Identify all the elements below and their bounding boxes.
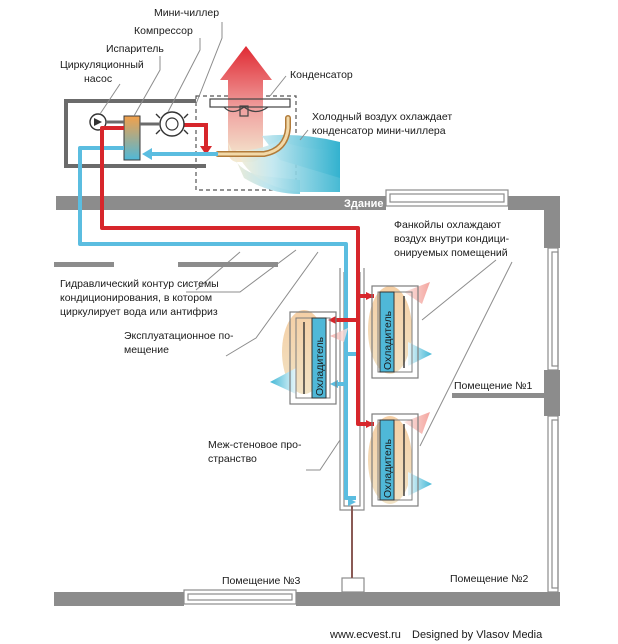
label-cold-air: Холодный воздух охлаждает [312, 111, 452, 123]
label-room1: Помещение №1 [454, 380, 532, 392]
building-walls [54, 196, 560, 606]
label-evaporator: Испаритель [106, 43, 164, 55]
label-room3: Помещение №3 [222, 575, 300, 587]
warm-air-in [330, 328, 348, 342]
warm-air-in [404, 282, 430, 304]
label-condenser: Конденсатор [290, 69, 353, 81]
room-divider [452, 393, 546, 398]
pipe-arrows [328, 292, 374, 506]
cooler-label: Охладитель [314, 336, 326, 396]
fancoil-inner [377, 419, 413, 501]
hot-air-plume [220, 46, 272, 162]
windows [183, 189, 559, 605]
label-cold-air: конденсатор мини-чиллера [312, 125, 446, 137]
cold-air-out [408, 472, 432, 496]
fancoil-room1: Охладитель [368, 282, 432, 379]
evaporator [123, 115, 141, 161]
fancoil-left: Охладитель [270, 310, 348, 405]
label-pump: насос [84, 73, 112, 85]
label-hydraulic: циркулирует вода или антифриз [60, 306, 218, 318]
label-fancoils: воздух внутри кондици- [394, 233, 510, 245]
refrigerant-arrow [142, 148, 152, 160]
right-wall-mid [544, 370, 560, 416]
condenser-fan-icon [209, 98, 291, 117]
label-hydraulic: кондиционирования, в котором [60, 292, 212, 304]
label-compressor: Компрессор [134, 25, 193, 37]
label-hydraulic: Гидравлический контур системы [60, 278, 219, 290]
fancoil-casing [371, 413, 419, 507]
fancoil-casing [289, 311, 337, 405]
label-building: Здание [344, 198, 384, 210]
credit-designer: Designed by Vlasov Media [412, 629, 543, 641]
compressor-icon [155, 111, 189, 137]
label-inter-wall: странство [208, 453, 257, 465]
roof-wall [56, 196, 386, 210]
warm-air-in [404, 412, 430, 434]
label-fancoils: Фанкойлы охлаждают [394, 219, 501, 231]
interior-wall [178, 262, 278, 267]
cooler-label: Охладитель [382, 310, 394, 370]
cold-air-out [408, 342, 432, 366]
cooler-coil [379, 419, 395, 501]
cooler-coil [379, 291, 395, 373]
mini-chiller-unit [64, 46, 340, 194]
label-room2: Помещение №2 [450, 573, 528, 585]
refrigerant-hot-line [184, 123, 208, 148]
leader-lines [99, 22, 513, 471]
cooler-coil [311, 317, 327, 399]
fancoil-casing [371, 285, 419, 379]
cold-air-out [270, 368, 296, 394]
label-fancoils: онируемых помещений [394, 247, 508, 259]
fancoil-room2: Охладитель [368, 412, 432, 507]
label-mini-chiller: Мини-чиллер [154, 7, 219, 19]
floor-wall [296, 592, 560, 606]
floor-wall [54, 592, 184, 606]
refrigerant-arrow [200, 146, 212, 155]
fancoil-inner [377, 291, 413, 373]
credit-site: www.ecvest.ru [329, 629, 401, 641]
label-service-room: Эксплуатационное по- [124, 330, 234, 342]
condenser-coil [216, 116, 290, 156]
label-inter-wall: Меж-стеновое про- [208, 439, 302, 451]
hot-return-pipe [100, 126, 374, 426]
right-wall-top [544, 196, 560, 248]
cold-supply-pipe [78, 146, 356, 500]
interior-wall [54, 262, 114, 267]
chiller-frame [64, 99, 206, 168]
cooler-label: Охладитель [382, 438, 394, 498]
label-pump: Циркуляционный [60, 59, 144, 71]
labels: Мини-чиллер Компрессор Испаритель Циркул… [60, 7, 543, 641]
hydraulic-circuit [78, 126, 374, 578]
label-service-room: мещение [124, 344, 169, 356]
